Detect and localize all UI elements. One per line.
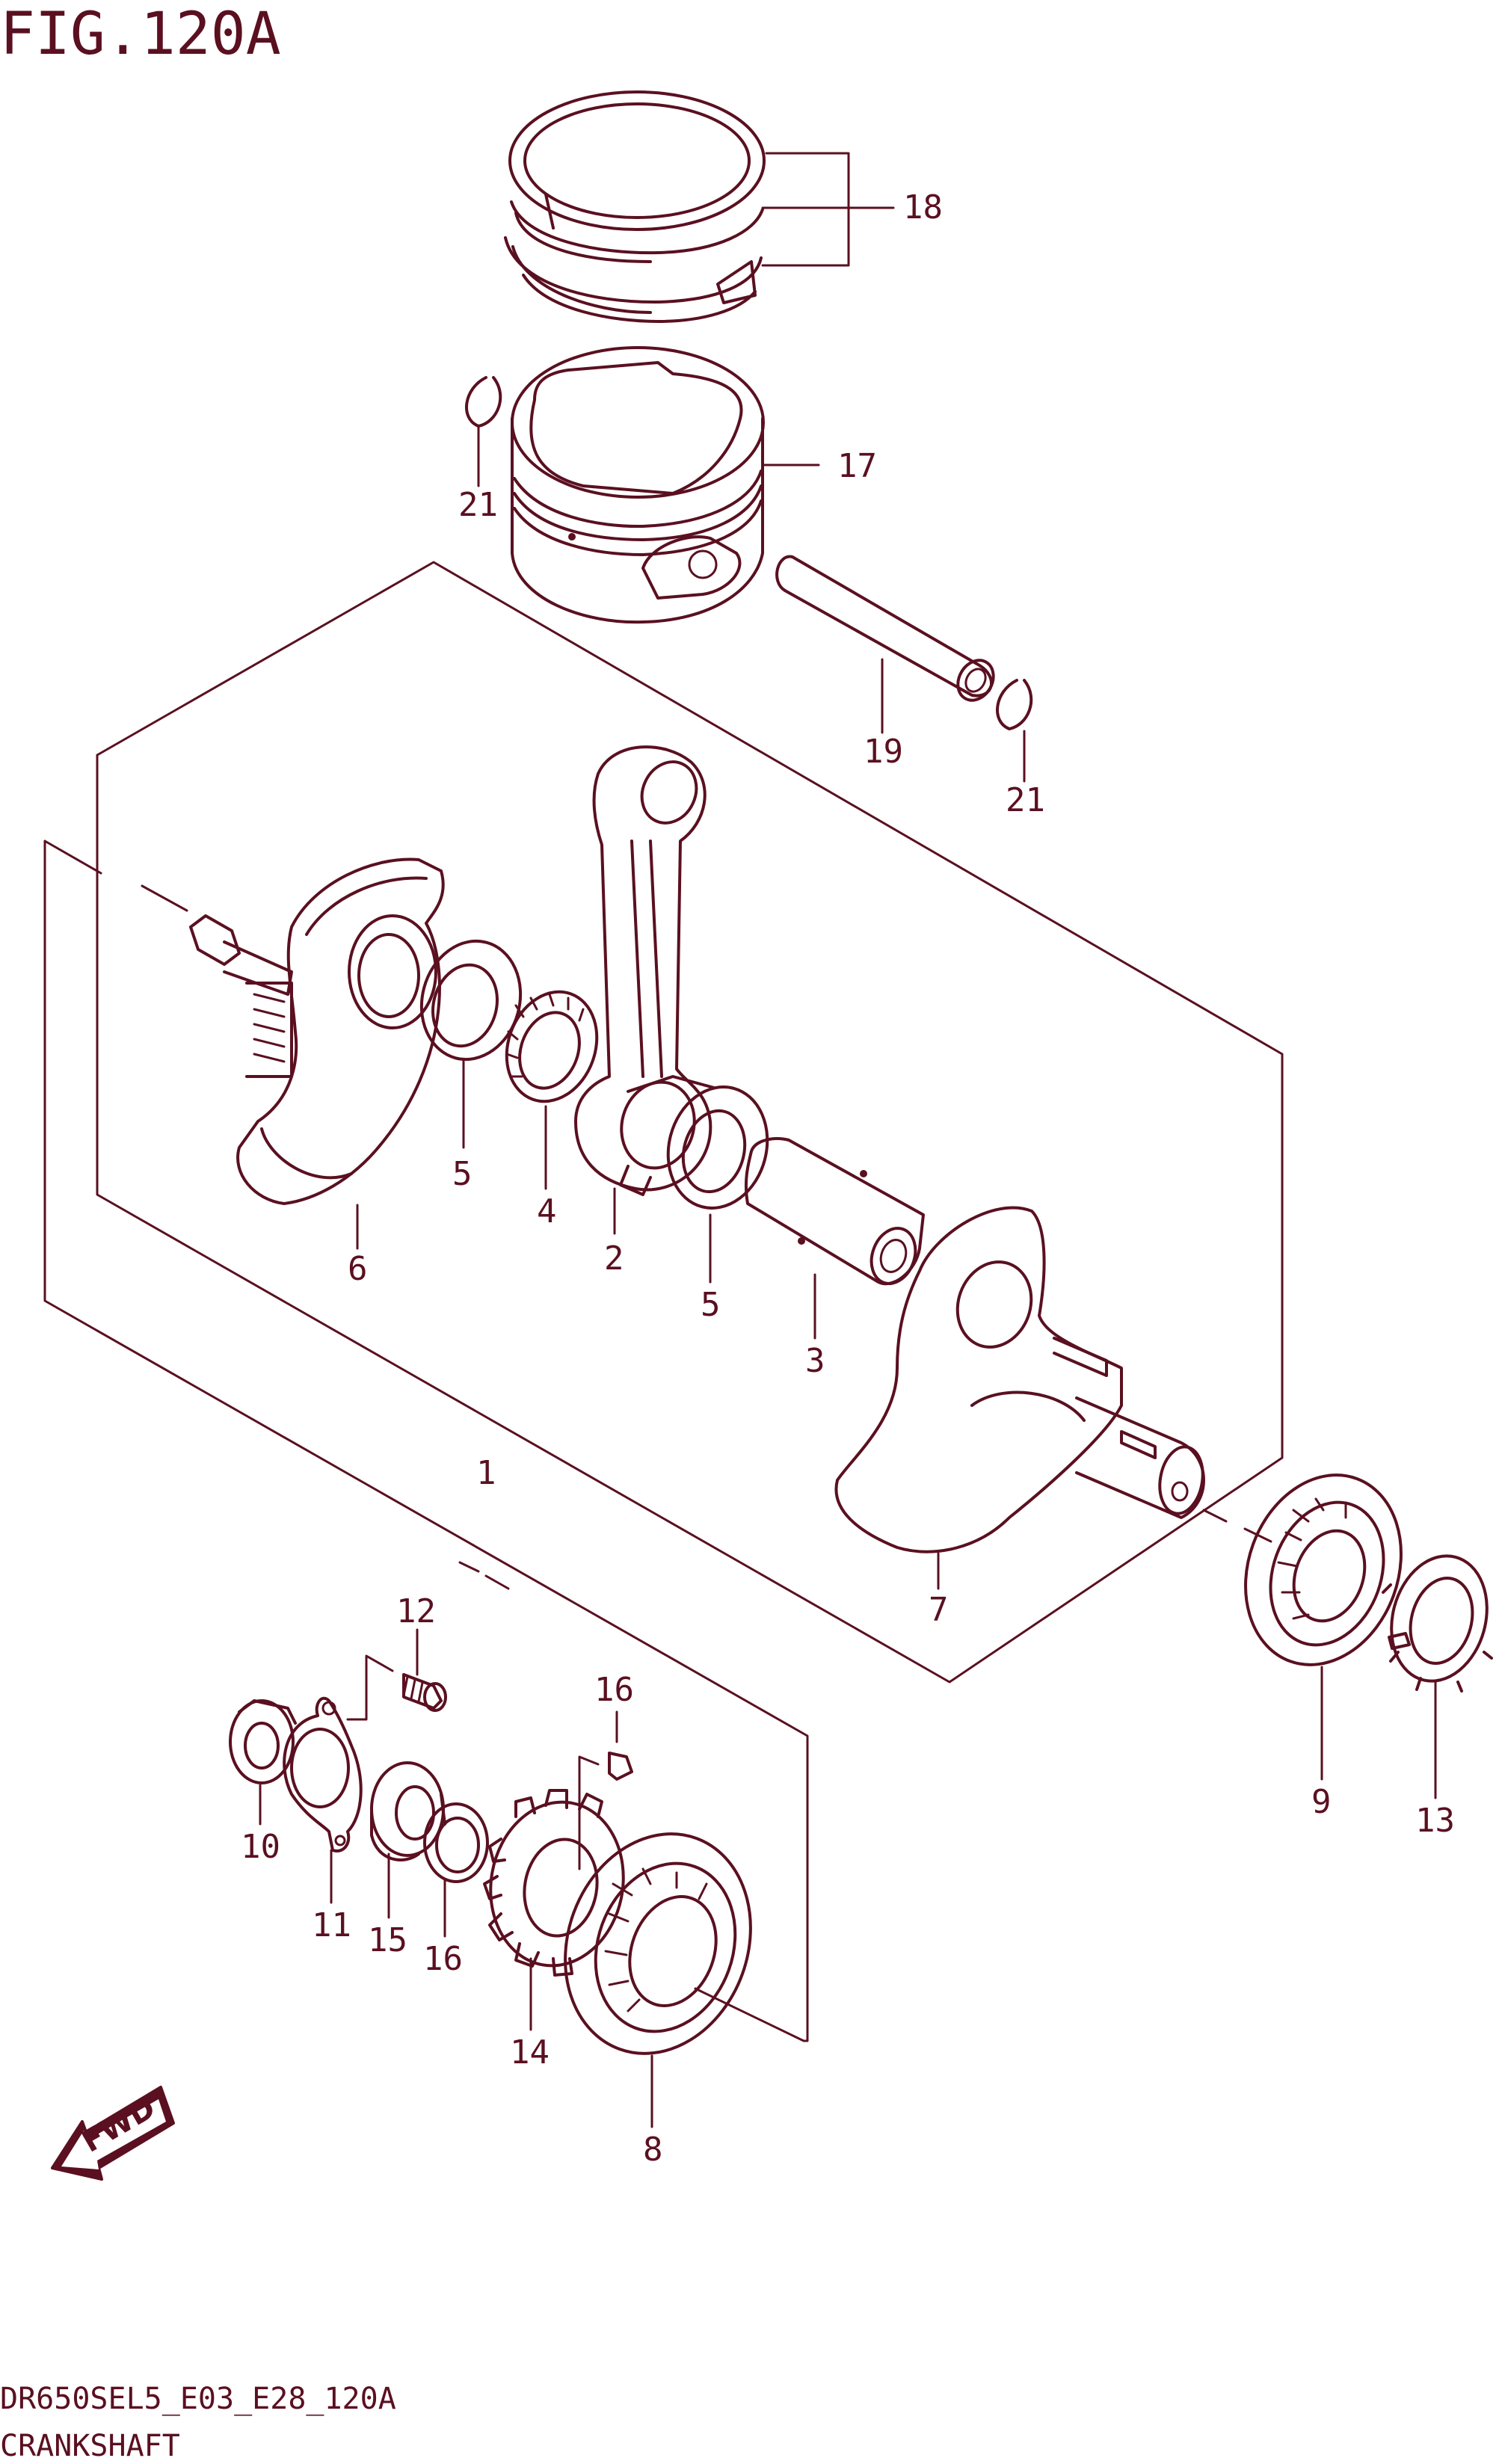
callout-21b: 21 bbox=[1006, 781, 1045, 819]
callout-2: 2 bbox=[604, 1239, 624, 1278]
piston-rings bbox=[504, 90, 766, 323]
right-bearing bbox=[1244, 1473, 1403, 1666]
circlip-upper bbox=[465, 376, 502, 428]
assembly-box-lower-left bbox=[43, 840, 809, 2042]
bearing-retainer-nut bbox=[1382, 1554, 1493, 1693]
callout-12: 12 bbox=[396, 1592, 436, 1630]
spacer bbox=[370, 1761, 446, 1861]
washer-dash bbox=[346, 1699, 368, 1721]
bolt-dash bbox=[365, 1654, 394, 1702]
left-shaft-line bbox=[694, 1987, 805, 2042]
callout-8: 8 bbox=[643, 2131, 663, 2169]
circlip-lower bbox=[996, 679, 1033, 730]
connecting-rod bbox=[574, 745, 715, 1196]
centerline-dash-a bbox=[458, 1561, 480, 1573]
key bbox=[608, 1752, 633, 1781]
callout-17: 16 bbox=[594, 1671, 634, 1709]
left-crank-web bbox=[189, 857, 445, 1205]
callout-18: 17 bbox=[837, 447, 877, 485]
callout-3: 3 bbox=[805, 1342, 825, 1380]
callout-19: 18 bbox=[903, 188, 943, 227]
callout-1: 1 bbox=[476, 1454, 496, 1492]
figure-code: DR650SEL5_E03_E28_120A bbox=[0, 2382, 396, 2416]
assembly-box-corner bbox=[43, 840, 102, 875]
right-crank-web bbox=[834, 1206, 1205, 1553]
nut bbox=[229, 1699, 297, 1784]
key-dash bbox=[578, 1755, 600, 1870]
callout-14: 14 bbox=[510, 2033, 550, 2072]
crank-pin bbox=[744, 1137, 925, 1286]
thrust-washer-left bbox=[419, 939, 523, 1062]
callout-21a: 21 bbox=[458, 486, 498, 524]
callout-13: 13 bbox=[1415, 1802, 1455, 1840]
callout-10: 10 bbox=[241, 1828, 280, 1866]
callout-6: 6 bbox=[348, 1250, 368, 1288]
callout-7: 7 bbox=[929, 1591, 949, 1629]
callout-20: 19 bbox=[864, 733, 903, 771]
shaft-centerline-left bbox=[141, 884, 188, 912]
figure-title: FIG.120A bbox=[0, 1, 281, 68]
thrust-washer-right bbox=[666, 1085, 769, 1210]
ring-bracket bbox=[761, 152, 850, 267]
needle-bearing bbox=[505, 990, 599, 1103]
left-bearing bbox=[564, 1832, 752, 2055]
washer-plate bbox=[283, 1696, 363, 1852]
callout-5a: 5 bbox=[452, 1155, 473, 1193]
callout-16: 16 bbox=[423, 1940, 463, 1978]
right-shaft-dash-b bbox=[1243, 1527, 1272, 1543]
callout-9: 9 bbox=[1311, 1783, 1332, 1821]
callout-4: 4 bbox=[537, 1192, 557, 1231]
callout-11: 11 bbox=[312, 1906, 351, 1944]
centerline-dash-b bbox=[484, 1574, 510, 1590]
callout-15: 15 bbox=[368, 1921, 407, 1959]
callout-5b: 5 bbox=[701, 1286, 721, 1324]
figure-name: CRANKSHAFT bbox=[0, 2429, 180, 2463]
piston bbox=[511, 346, 765, 624]
piston-pin bbox=[775, 555, 995, 702]
assembly-box-upper bbox=[96, 561, 1284, 1684]
primary-gear bbox=[483, 1789, 625, 1977]
fwd-arrow-icon: FWD bbox=[51, 2086, 175, 2181]
right-shaft-dash-a bbox=[1202, 1509, 1228, 1523]
washer bbox=[423, 1802, 489, 1883]
bolt bbox=[402, 1673, 447, 1712]
